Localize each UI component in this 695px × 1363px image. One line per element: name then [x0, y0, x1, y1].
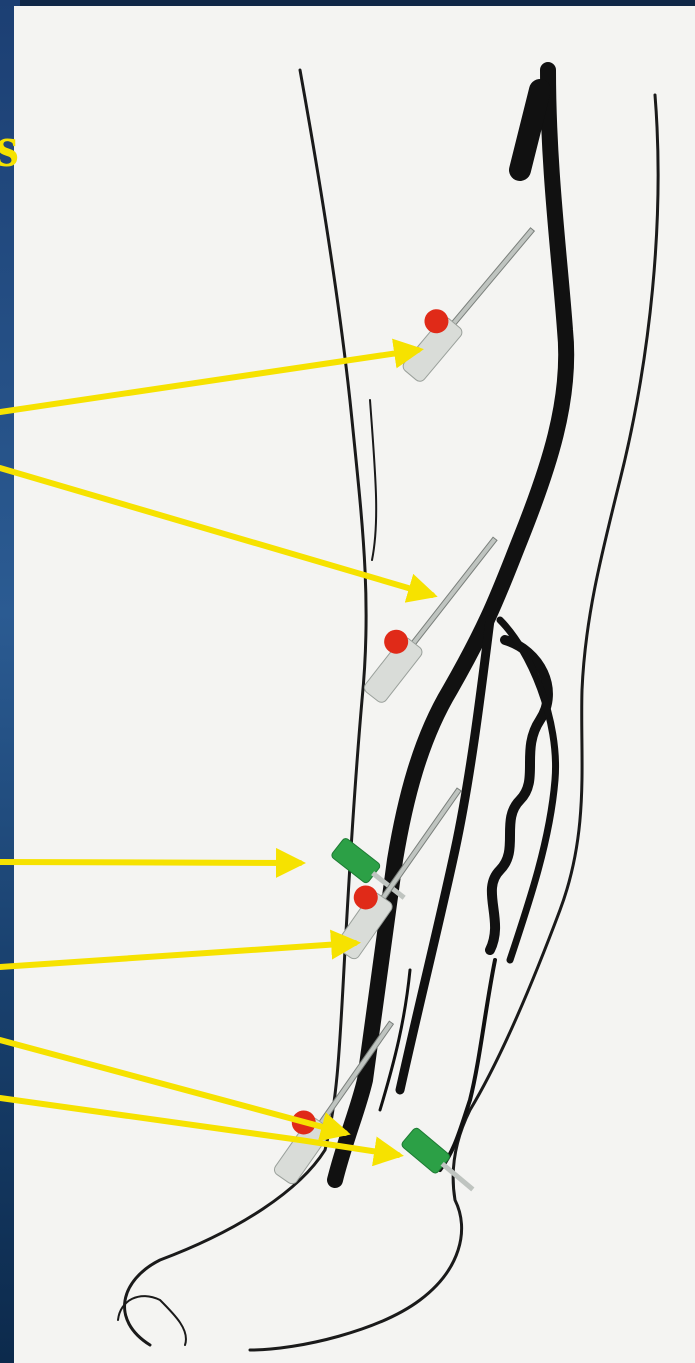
- leg-outline-right: [250, 95, 658, 1350]
- arrow-to-green-calf-cannula: [0, 862, 300, 863]
- arrow-to-ankle-green-cannula: [0, 1098, 398, 1155]
- cannula-ankle-red: [261, 1007, 403, 1186]
- leg-outline: [118, 70, 658, 1350]
- arrow-to-knee-cannula: [0, 468, 432, 595]
- vein-network: [335, 70, 566, 1180]
- cannula-thigh: [390, 212, 543, 383]
- leg-outline-left: [125, 70, 367, 1345]
- arrow-to-thigh-cannula: [0, 350, 418, 412]
- leg-inner-line: [370, 400, 376, 560]
- arrow-to-calf-hub: [0, 943, 355, 967]
- arrow-to-ankle-red-cannula: [0, 1040, 345, 1133]
- cannula-ankle-green: [400, 1127, 480, 1199]
- great-saphenous-vein: [335, 70, 566, 1180]
- vein-stub-top: [520, 90, 540, 170]
- thin-vein-lower: [440, 960, 495, 1170]
